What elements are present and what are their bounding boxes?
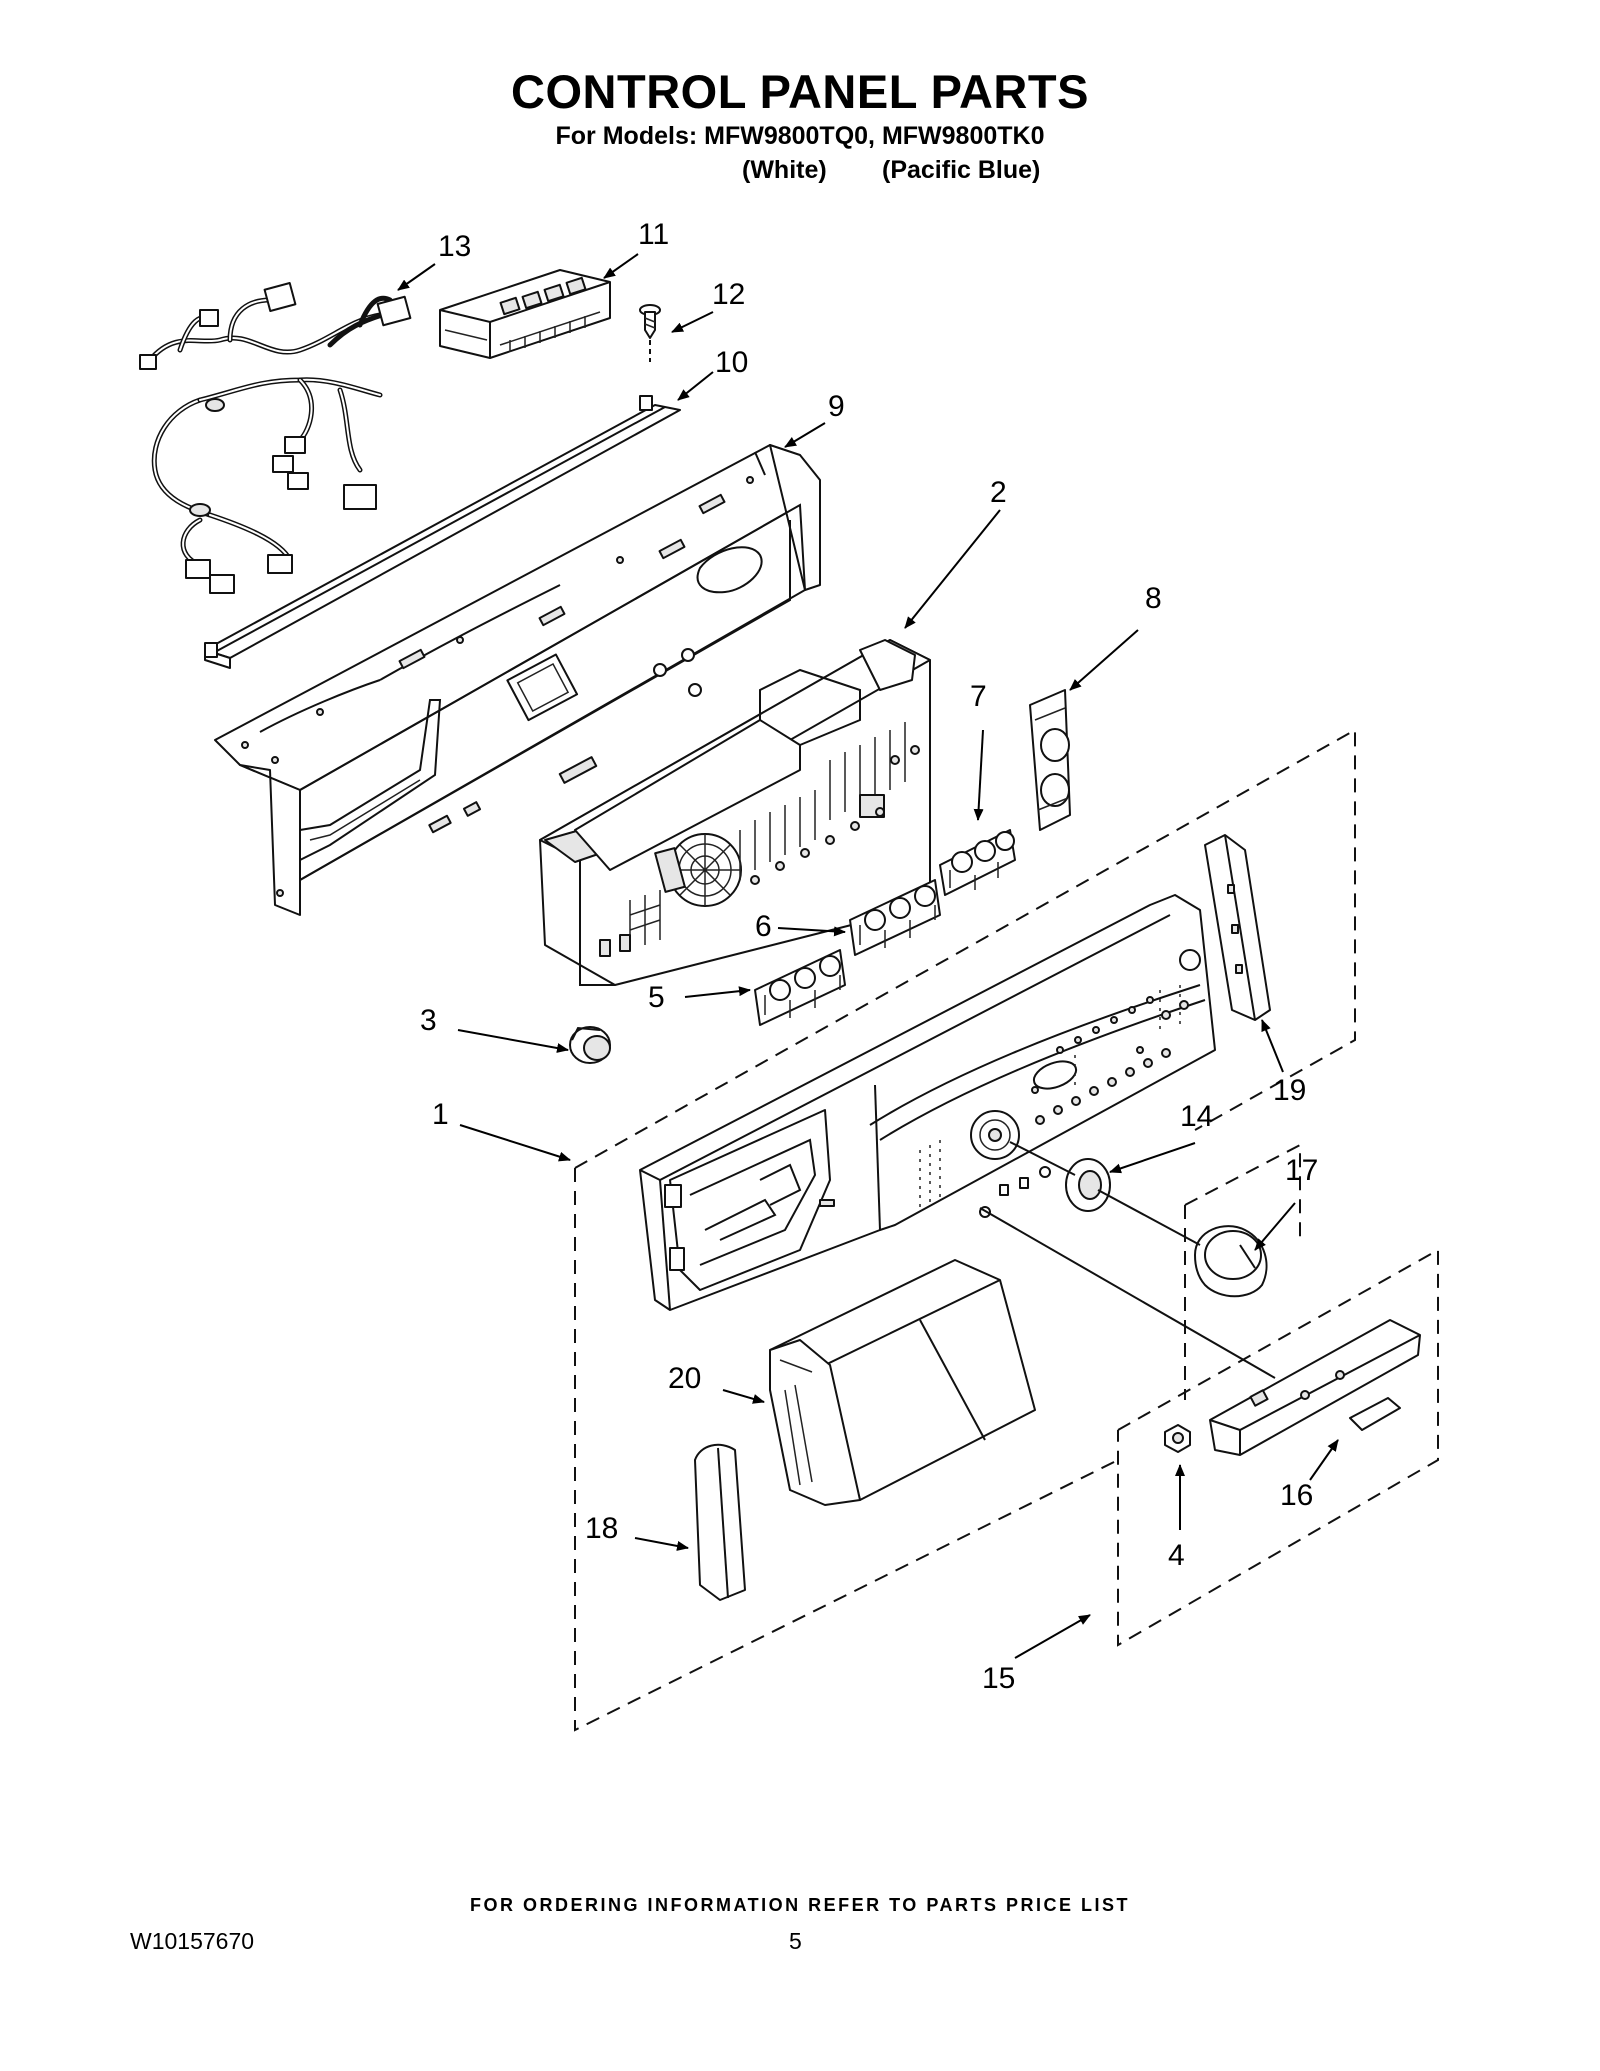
display-panel-part [1209, 1319, 1421, 1456]
document-number: W10157670 [130, 1928, 255, 1954]
callout-18: 18 [585, 1512, 618, 1545]
switch-assembly-7-part [939, 829, 1016, 896]
alignment-lines [979, 1141, 1276, 1379]
support-rail-part [204, 395, 681, 669]
bezel-ring-part [1065, 1158, 1111, 1212]
electronic-module-part [439, 269, 611, 359]
callout-labels: 1 2 3 4 5 6 7 8 9 10 11 12 13 14 15 16 1… [420, 218, 1318, 1695]
callout-8: 8 [1145, 582, 1162, 615]
small-knob-part [569, 1026, 611, 1064]
dispenser-drawer-part [769, 1259, 1036, 1506]
callout-leaders [397, 253, 1339, 1659]
callout-3: 3 [420, 1004, 437, 1037]
callout-19: 19 [1273, 1074, 1306, 1107]
callout-10: 10 [715, 346, 748, 379]
main-knob-part [1194, 1225, 1268, 1298]
ordering-note: FOR ORDERING INFORMATION REFER TO PARTS … [469, 1895, 1130, 1915]
model-color-white: (White) [742, 156, 827, 184]
side-trim-part [1204, 834, 1271, 1021]
callout-9: 9 [828, 390, 845, 423]
display-lens-part [1349, 1397, 1401, 1431]
callout-15: 15 [982, 1662, 1015, 1695]
console-frame-part [214, 444, 821, 916]
wire-harness-part [139, 282, 412, 594]
switch-assembly-6-part [849, 879, 941, 956]
callout-17: 17 [1285, 1154, 1318, 1187]
callout-6: 6 [755, 910, 772, 943]
callout-14: 14 [1180, 1100, 1213, 1133]
callout-5: 5 [648, 981, 665, 1014]
console-panel-part [639, 894, 1216, 1311]
button-bracket-part [1029, 689, 1071, 831]
page-number: 5 [789, 1928, 802, 1954]
screw-part [639, 304, 661, 362]
callout-20: 20 [668, 1362, 701, 1395]
callout-11: 11 [638, 218, 669, 251]
switch-assembly-5-part [754, 949, 846, 1026]
callout-12: 12 [712, 278, 745, 311]
panel-assembly-15-boundary [1117, 1248, 1439, 1647]
model-numbers: For Models: MFW9800TQ0, MFW9800TK0 [555, 122, 1045, 150]
callout-2: 2 [990, 476, 1007, 509]
end-cap-part [694, 1443, 746, 1601]
callout-1: 1 [432, 1098, 449, 1131]
callout-4: 4 [1168, 1539, 1185, 1572]
model-color-blue: (Pacific Blue) [882, 156, 1041, 184]
page-title: CONTROL PANEL PARTS [511, 65, 1089, 118]
callout-13: 13 [438, 230, 471, 263]
nut-part [1164, 1424, 1191, 1453]
callout-7: 7 [970, 680, 987, 713]
console-assembly-boundary [574, 728, 1356, 1732]
callout-16: 16 [1280, 1479, 1313, 1512]
control-board-part [539, 639, 931, 986]
console-indicator-dots [1031, 996, 1189, 1125]
